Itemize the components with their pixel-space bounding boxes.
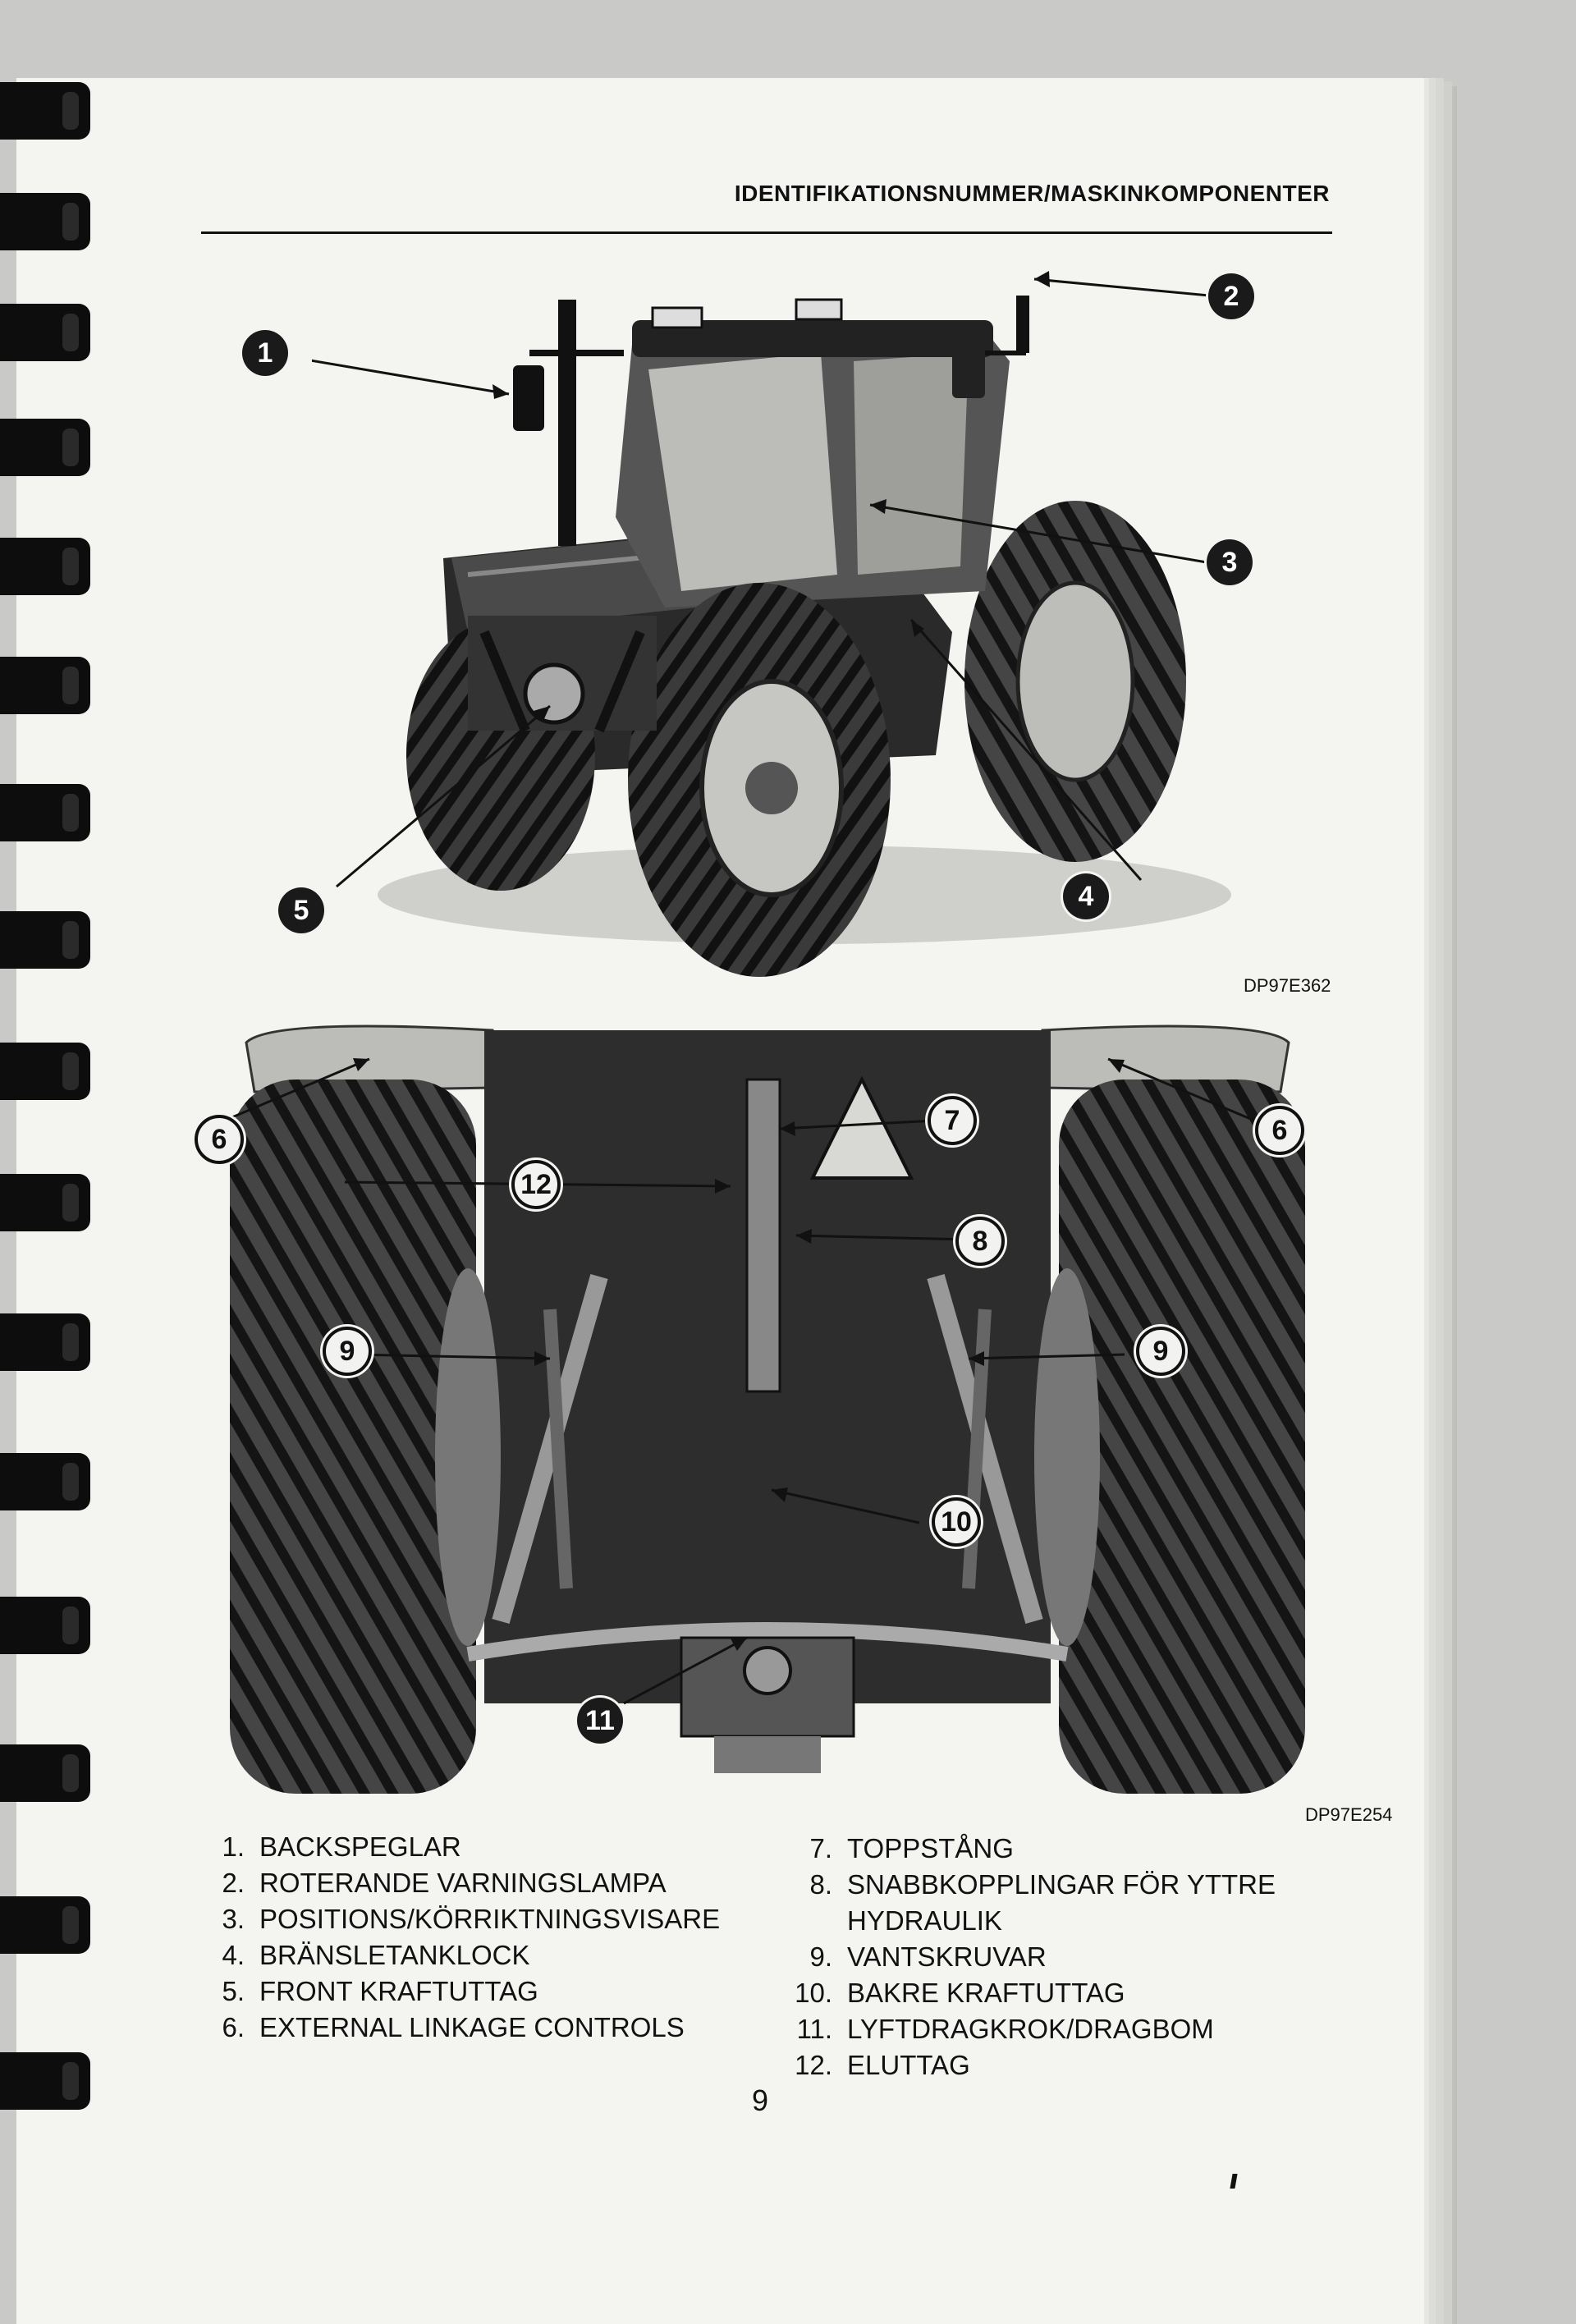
- callout-9-right: 9: [1136, 1327, 1185, 1376]
- page-stack-edge: [1424, 86, 1457, 2324]
- binder-ring: [0, 784, 90, 841]
- section-title: IDENTIFIKATIONSNUMMER/MASKINKOMPONENTER: [734, 181, 1330, 206]
- callout-5-front-pto: 5: [278, 887, 324, 933]
- callout-10-rear-pto: 10: [932, 1497, 981, 1547]
- legend-item: 3.POSITIONS/KÖRRIKTNINGSVISARE: [222, 1904, 721, 1934]
- binder-ring: [0, 1174, 90, 1231]
- tractor-rear-illustration: [222, 1024, 1305, 1794]
- legend-item: 7.TOPPSTÅNG: [809, 1833, 1014, 1863]
- binder-ring: [0, 911, 90, 969]
- binder-ring: [0, 657, 90, 714]
- legend-item: 9.VANTSKRUVAR: [809, 1941, 1047, 1972]
- figure-caption: DP97E362: [1244, 975, 1331, 996]
- legend-item: 4.BRÄNSLETANKLOCK: [222, 1940, 530, 1970]
- callout-3-indicator: 3: [1207, 539, 1253, 585]
- binder-ring: [0, 1744, 90, 1802]
- callout-9-left: 9: [323, 1327, 372, 1376]
- legend-item: 6.EXTERNAL LINKAGE CONTROLS: [222, 2012, 685, 2042]
- callout-6-left: 6: [195, 1115, 244, 1164]
- binder-ring: [0, 1896, 90, 1954]
- legend-item: 8.SNABBKOPPLINGAR FÖR YTTRE: [809, 1869, 1276, 1900]
- binder-ring: [0, 193, 90, 250]
- binder-ring: [0, 1453, 90, 1510]
- callout-7-top-link: 7: [928, 1096, 977, 1145]
- header-rule: [201, 231, 1332, 234]
- legend-item: 10.BAKRE KRAFTUTTAG: [795, 1978, 1125, 2008]
- page-number: 9: [752, 2083, 769, 2117]
- binder-ring: [0, 1043, 90, 1100]
- binder-ring: [0, 538, 90, 595]
- legend-right: 7.TOPPSTÅNG 8.SNABBKOPPLINGAR FÖR YTTRE …: [777, 1831, 1276, 2083]
- callout-2-beacon: 2: [1208, 273, 1254, 319]
- callout-8-couplings: 8: [955, 1217, 1005, 1266]
- legend-item: 1.BACKSPEGLAR: [222, 1831, 461, 1862]
- legend-item: 12.ELUTTAG: [795, 2050, 970, 2080]
- callout-4-fuel-cap: 4: [1063, 873, 1109, 919]
- callout-1-mirrors: 1: [242, 330, 288, 376]
- binder-ring: [0, 2052, 90, 2110]
- figure-caption: DP97E254: [1305, 1804, 1393, 1825]
- binder-ring: [0, 1313, 90, 1371]
- legend-item-continuation: HYDRAULIK: [847, 1905, 1002, 1936]
- legend-item: 5.FRONT KRAFTUTTAG: [222, 1976, 538, 2006]
- legend-item: 2.ROTERANDE VARNINGSLAMPA: [222, 1868, 667, 1898]
- callout-11-drawbar: 11: [577, 1698, 623, 1744]
- callout-12-socket: 12: [511, 1160, 561, 1209]
- binder-ring: [0, 82, 90, 140]
- tractor-front-illustration: [312, 271, 1231, 977]
- legend-left: 1.BACKSPEGLAR 2.ROTERANDE VARNINGSLAMPA …: [189, 1829, 720, 2046]
- binder-ring: [0, 1597, 90, 1654]
- binder-ring: [0, 304, 90, 361]
- callout-6-right: 6: [1255, 1106, 1304, 1155]
- binder-ring: [0, 419, 90, 476]
- legend-item: 11.LYFTDRAGKROK/DRAGBOM: [796, 2014, 1214, 2044]
